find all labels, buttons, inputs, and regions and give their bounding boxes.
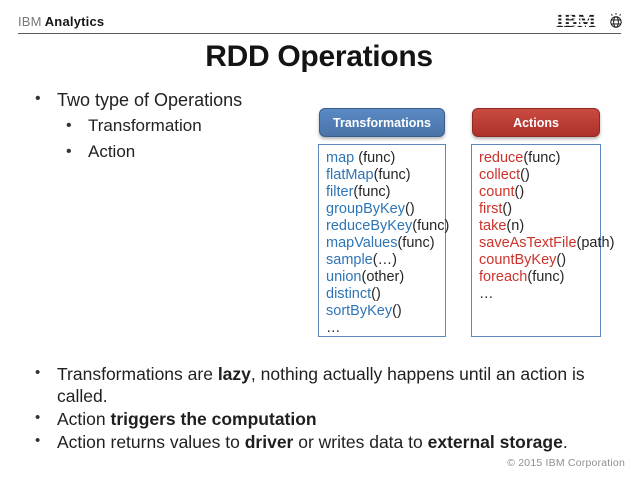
operation-item: first() — [479, 201, 513, 217]
note-triggers: Action triggers the computation — [33, 407, 605, 430]
operation-item: … — [326, 320, 341, 336]
operation-item: flatMap(func) — [326, 167, 411, 183]
bullet-sub-action: Action — [64, 139, 313, 165]
operation-item: count() — [479, 184, 525, 200]
operation-item: saveAsTextFile(path) — [479, 235, 615, 251]
globe-icon — [610, 13, 622, 28]
transformations-header: Transformations — [319, 108, 445, 137]
operation-item: countByKey() — [479, 252, 567, 268]
page-title: RDD Operations — [205, 40, 433, 73]
bullet-main: Two type of Operations — [33, 86, 313, 113]
operation-item: map (func) — [326, 150, 396, 166]
bullet-sub-transformation: Transformation — [64, 113, 313, 139]
actions-list: reduce(func)collect()count()first()take(… — [471, 144, 615, 337]
operation-item: mapValues(func) — [326, 235, 435, 251]
transformations-list: map (func)flatMap(func)filter(func)group… — [318, 144, 450, 337]
operation-item: groupByKey() — [326, 201, 415, 217]
note-returns: Action returns values to driver or write… — [33, 430, 605, 453]
operation-item: sortByKey() — [326, 303, 402, 319]
operation-item: collect() — [479, 167, 530, 183]
header-divider — [18, 33, 621, 34]
brand-ibm: IBM — [18, 14, 42, 29]
ibm-8bar-logo: IBM — [556, 10, 622, 32]
operation-item: union(other) — [326, 269, 405, 285]
operation-item: take(n) — [479, 218, 525, 234]
intro-bullets: Two type of Operations Transformation Ac… — [33, 86, 313, 165]
operation-item: distinct() — [326, 286, 381, 302]
actions-header: Actions — [472, 108, 600, 137]
transformations-column: Transformations map (func)flatMap(func)f… — [318, 108, 450, 337]
note-lazy: Transformations are lazy, nothing actual… — [33, 362, 605, 407]
notes-bullets: Transformations are lazy, nothing actual… — [33, 362, 605, 454]
operation-item: foreach(func) — [479, 269, 565, 285]
operation-item: reduce(func) — [479, 150, 561, 166]
copyright: © 2015 IBM Corporation — [507, 457, 625, 469]
operation-item: … — [479, 286, 494, 302]
brand-product: Analytics — [44, 14, 105, 29]
operation-item: reduceByKey(func) — [326, 218, 450, 234]
actions-column: Actions reduce(func)collect()count()firs… — [471, 108, 615, 337]
operation-item: sample(…) — [326, 252, 397, 268]
operation-item: filter(func) — [326, 184, 391, 200]
